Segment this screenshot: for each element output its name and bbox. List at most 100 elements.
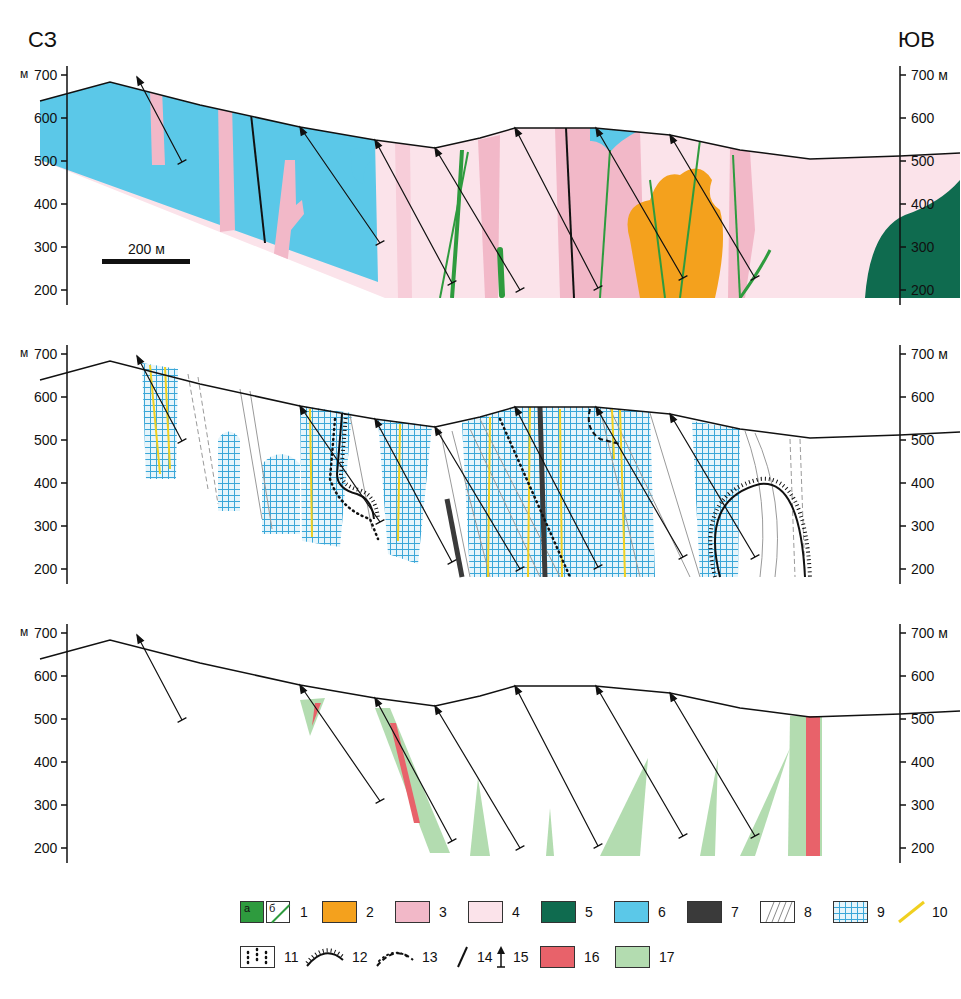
drawing-path <box>218 100 235 232</box>
legend-swatch <box>615 946 650 968</box>
drawing-path <box>700 758 718 856</box>
axis-value: 500 <box>911 711 934 727</box>
drawing-path <box>240 389 262 519</box>
drawing-path <box>188 374 208 489</box>
axis-value: 700 м <box>911 346 948 362</box>
axis-value: 300 <box>34 239 57 255</box>
legend-symbol-part <box>307 950 343 963</box>
drawing-use <box>61 624 906 863</box>
axis-value: 200 <box>34 282 57 298</box>
drawing-path <box>398 424 400 541</box>
legend-symbol-part <box>834 902 868 923</box>
axis-value: 500 <box>911 432 934 448</box>
axis-value: 300 <box>911 797 934 813</box>
axis-value: 600 <box>911 110 934 126</box>
axis-value: 700 м <box>911 67 948 83</box>
drawing-g <box>188 374 805 577</box>
legend-number: 4 <box>512 904 520 920</box>
drawing-path <box>620 409 625 577</box>
drawing-rect <box>30 70 961 310</box>
axis-value: 500 <box>911 153 934 169</box>
legend-number: 1 <box>300 904 308 920</box>
drawing-use <box>137 356 759 571</box>
drawing-path <box>610 409 690 577</box>
drawing-path <box>715 484 805 577</box>
legend-symbol <box>305 946 345 968</box>
axis-value: 600 <box>34 668 57 684</box>
drawing-path <box>470 778 490 856</box>
drawing-path <box>788 716 822 856</box>
axis-value: 500 <box>34 711 57 727</box>
drawing-path <box>272 160 304 276</box>
legend-symbol-part <box>766 902 792 922</box>
legend-swatch <box>540 946 575 968</box>
scale-label: 200 м <box>128 241 165 257</box>
axis-value: 200 <box>911 561 934 577</box>
drawing-g <box>150 365 625 577</box>
drawing-path <box>440 429 470 577</box>
drawing-path <box>250 105 265 243</box>
alteration-section <box>40 345 960 584</box>
axis-value: 400 <box>34 196 57 212</box>
legend-number: 13 <box>422 949 438 965</box>
drawing-path <box>733 155 740 298</box>
legend-swatch <box>541 901 576 923</box>
drawing-path <box>566 128 574 298</box>
axis-value: 400 <box>911 196 934 212</box>
drawing-path <box>740 250 770 298</box>
drawing-rect <box>102 259 190 264</box>
drawing-use <box>40 82 960 159</box>
legend-symbol-part <box>248 949 266 966</box>
axis-unit: м <box>20 68 28 82</box>
drawing-path <box>650 180 665 298</box>
legend-symbol <box>495 946 507 968</box>
legend-swatch <box>322 901 357 923</box>
axis-value: 500 <box>34 153 57 169</box>
drawing-use <box>137 635 759 850</box>
drawing-path <box>865 180 960 298</box>
drawing-path <box>628 169 724 298</box>
axis-value: 400 <box>911 754 934 770</box>
legend-symbol-part <box>241 947 275 968</box>
axis-value: 700 <box>34 346 57 362</box>
drawing-path <box>310 409 312 537</box>
drawing-path <box>478 135 500 298</box>
legend-number: 7 <box>731 904 739 920</box>
legend-swatch <box>468 901 503 923</box>
axis-value: 200 <box>34 840 57 856</box>
drawing-path <box>806 716 820 856</box>
drawing-g <box>30 70 961 310</box>
axis-value: 300 <box>34 518 57 534</box>
axis-value: 400 <box>34 754 57 770</box>
legend-swatch <box>395 901 430 923</box>
drawing-path <box>250 391 272 529</box>
legend-symbol-part <box>899 902 924 922</box>
legend-sublabel: а <box>244 902 250 915</box>
drawing-path <box>600 409 640 577</box>
legend-number: 3 <box>439 904 447 920</box>
drawing-path <box>150 365 160 474</box>
axis-value: 300 <box>911 518 934 534</box>
legend-number: 12 <box>352 949 368 965</box>
legend-number: 6 <box>658 904 666 920</box>
drawing-path <box>546 808 554 856</box>
drawing-use <box>61 345 906 584</box>
legend-symbol-part <box>267 902 290 923</box>
drawing-path <box>650 413 700 577</box>
legend-symbol <box>898 901 925 923</box>
axis-value: 300 <box>34 797 57 813</box>
drawing-path <box>341 414 378 519</box>
legend-sublabel: б <box>269 902 275 915</box>
drawing-path <box>218 432 240 512</box>
drawing-path <box>710 479 810 577</box>
drawing-path <box>350 149 372 185</box>
legend-number: 16 <box>584 949 600 965</box>
axis-value: 400 <box>911 475 934 491</box>
direction-label: ЮВ <box>898 27 935 52</box>
legend-number: 5 <box>585 904 593 920</box>
legend-symbol <box>760 901 795 923</box>
legend-symbol-part <box>497 952 505 967</box>
axis-value: 200 <box>34 561 57 577</box>
axis-value: 700 <box>34 67 57 83</box>
